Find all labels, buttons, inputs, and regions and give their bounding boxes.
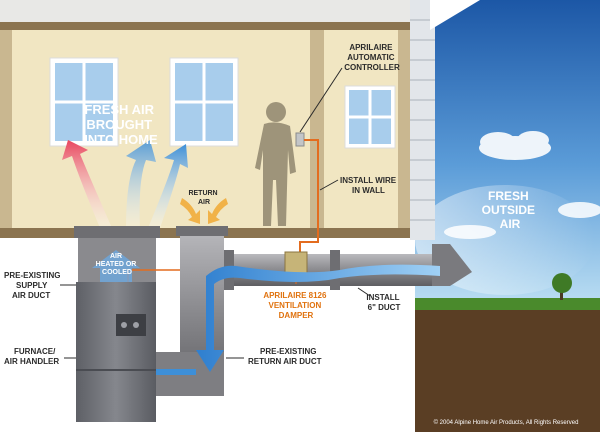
grass [415, 298, 600, 310]
furnace-control-panel [116, 314, 146, 336]
copyright-bar [415, 410, 600, 432]
right-stud [398, 30, 410, 230]
controller-leader-line [299, 67, 343, 133]
duct-coupler [330, 250, 340, 290]
label-install-wire: INSTALL WIRE IN WALL [340, 176, 398, 195]
window-left [49, 57, 119, 147]
cool-air-arrow [148, 144, 188, 228]
person-silhouette [255, 102, 296, 226]
cloud-icon [444, 202, 600, 239]
furnace-knob [121, 322, 127, 328]
return-air-arrow-right [208, 198, 228, 224]
ceiling-beam [0, 22, 410, 30]
warm-air-arrow [62, 140, 112, 228]
interior-wall-stud [310, 30, 324, 230]
return-grille [176, 226, 228, 236]
label-return-duct: PRE-EXISTING RETURN AIR DUCT [248, 347, 322, 366]
fresh-air-arrow [126, 140, 156, 228]
label-fresh-outside-air: FRESH OUTSIDE AIR [482, 189, 539, 231]
controller-device [295, 132, 305, 147]
window-middle [169, 57, 239, 147]
label-damper: APRILAIRE 8126 VENTILATION DAMPER [263, 291, 328, 320]
left-stud [0, 30, 12, 230]
cloud-icon [479, 131, 551, 160]
wire-leader-line [319, 179, 339, 191]
label-air-heated: AIR HEATED OR COOLED [96, 253, 139, 276]
copyright-text: © 2004 Alpine Home Air Products, All Rig… [434, 419, 579, 426]
heated-air-up-arrow [92, 250, 140, 282]
duct-leader-line [357, 287, 371, 297]
fresh-air-flow [196, 264, 440, 372]
label-return-air: RETURN AIR [188, 190, 219, 206]
furnace-knob [133, 322, 139, 328]
label-install-duct: INSTALL 6" DUCT [366, 293, 401, 312]
return-air-arrow-left [180, 198, 200, 224]
supply-register [74, 226, 160, 238]
label-controller: APRILAIRE AUTOMATIC CONTROLLER [344, 43, 400, 72]
exterior-hood [432, 244, 472, 286]
window-right [344, 85, 396, 149]
roof-eave [430, 0, 480, 30]
label-supply-duct: PRE-EXISTING SUPPLY AIR DUCT [4, 271, 63, 300]
label-fresh-air-home: FRESH AIR BROUGHT INTO HOME [84, 102, 158, 147]
tree-icon [552, 273, 572, 300]
control-wire [299, 139, 319, 262]
ceiling [0, 0, 410, 22]
label-furnace: FURNACE/ AIR HANDLER [4, 347, 59, 366]
furnace-cabinet [76, 282, 156, 422]
